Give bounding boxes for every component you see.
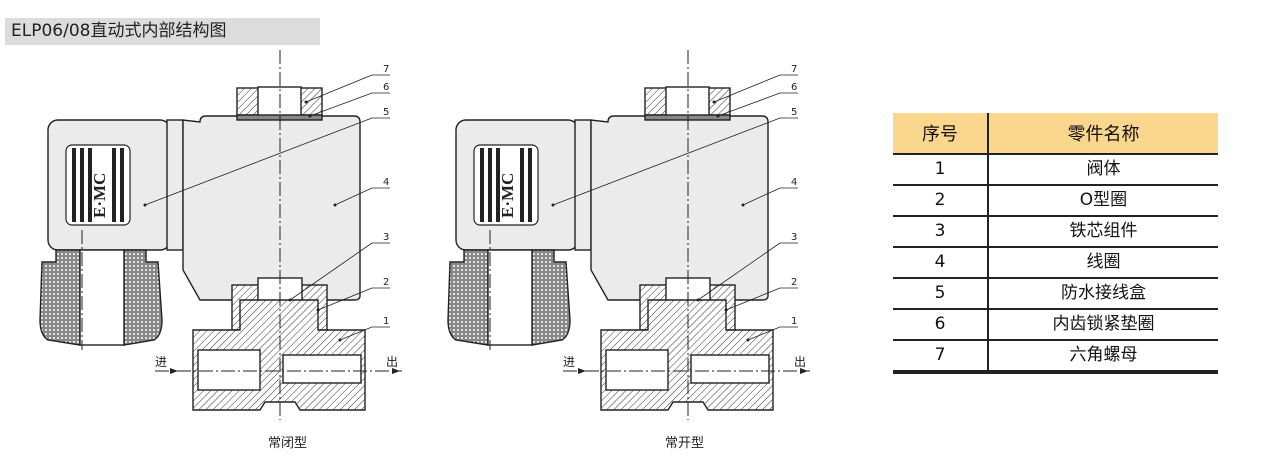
callout-number: 4 xyxy=(383,177,389,188)
cable-gland xyxy=(39,249,163,346)
leader-dot xyxy=(551,203,555,207)
logo-stripe xyxy=(480,148,484,222)
callout-number: 7 xyxy=(383,64,389,75)
callout-number: 3 xyxy=(383,232,389,243)
logo-text: E·MC xyxy=(90,173,109,218)
callout-number: 2 xyxy=(383,277,389,288)
inlet-port xyxy=(197,349,261,391)
caption-normally-open: 常开型 xyxy=(665,436,705,451)
outlet-label: 出 xyxy=(386,355,398,369)
leader-line xyxy=(552,117,781,206)
leader-dot xyxy=(338,338,342,342)
callout-number: 3 xyxy=(791,232,797,243)
leader-dot xyxy=(724,308,728,312)
logo-stripe xyxy=(88,148,92,222)
part-number: 7 xyxy=(893,339,989,374)
gland-bore xyxy=(487,249,533,346)
coil xyxy=(182,115,361,301)
logo-stripe xyxy=(496,148,500,222)
leader-dot xyxy=(288,298,292,302)
part-name: O型圈 xyxy=(988,184,1218,216)
logo-stripe xyxy=(520,148,524,222)
header-no: 序号 xyxy=(893,113,989,154)
leader-line xyxy=(717,92,781,117)
callout-number: 1 xyxy=(383,316,389,327)
inlet-label: 进 xyxy=(563,355,575,369)
outlet-port xyxy=(690,354,770,384)
callout-number: 7 xyxy=(791,64,797,75)
part-name: 线圈 xyxy=(988,246,1218,278)
callout-number: 6 xyxy=(383,82,389,93)
part-name: 六角螺母 xyxy=(988,339,1218,374)
gland-bore xyxy=(79,249,125,346)
callout-number: 2 xyxy=(791,277,797,288)
normally-closed-diagram: E·MC 进 出 7 6 5 4 3 2 1 xyxy=(39,50,402,420)
leader-dot xyxy=(746,338,750,342)
inlet-port xyxy=(605,349,669,391)
logo-stripe xyxy=(120,148,124,222)
logo-stripe xyxy=(72,148,76,222)
caption-normally-closed: 常闭型 xyxy=(268,436,308,451)
leader-line xyxy=(697,242,781,301)
leader-line xyxy=(289,242,373,301)
logo-stripe xyxy=(488,148,492,222)
collar xyxy=(166,119,184,251)
part-number: 5 xyxy=(893,277,989,309)
leader-line xyxy=(334,187,373,206)
page-title: ELP06/08直动式内部结构图 xyxy=(5,18,320,45)
callout-number: 1 xyxy=(791,316,797,327)
coil xyxy=(590,115,769,301)
inlet-label: 进 xyxy=(155,355,167,369)
logo-stripe xyxy=(112,148,116,222)
logo-stripe xyxy=(80,148,84,222)
callout-number: 6 xyxy=(791,82,797,93)
part-number: 6 xyxy=(893,308,989,340)
logo-text: E·MC xyxy=(498,173,517,218)
callout-number: 4 xyxy=(791,177,797,188)
leader-dot xyxy=(308,114,312,118)
outlet-port xyxy=(282,354,362,384)
part-name: 铁芯组件 xyxy=(988,215,1218,247)
leader-dot xyxy=(304,100,308,104)
part-name: 内齿锁紧垫圈 xyxy=(988,308,1218,340)
part-name: 阀体 xyxy=(988,153,1218,185)
leader-dot xyxy=(716,114,720,118)
header-name: 零件名称 xyxy=(988,113,1218,154)
callout-number: 5 xyxy=(383,107,389,118)
normally-open-diagram: E·MC 进 出 7 6 5 4 3 2 1 xyxy=(447,50,810,420)
leader-dot xyxy=(696,298,700,302)
part-number: 4 xyxy=(893,246,989,278)
leader-line xyxy=(747,326,781,341)
leader-line xyxy=(725,287,781,311)
leader-line xyxy=(339,326,373,341)
leader-line xyxy=(305,74,373,103)
leader-dot xyxy=(741,203,745,207)
callout-number: 5 xyxy=(791,107,797,118)
part-number: 2 xyxy=(893,184,989,216)
leader-line xyxy=(713,74,781,103)
leader-dot xyxy=(316,308,320,312)
cable-gland xyxy=(447,249,571,346)
part-number: 1 xyxy=(893,153,989,185)
part-name: 防水接线盒 xyxy=(988,277,1218,309)
collar xyxy=(574,119,592,251)
leader-line xyxy=(317,287,373,311)
leader-dot xyxy=(333,203,337,207)
leader-line xyxy=(742,187,781,206)
leader-line xyxy=(144,117,373,206)
part-number: 3 xyxy=(893,215,989,247)
logo-stripe xyxy=(528,148,532,222)
leader-dot xyxy=(712,100,716,104)
outlet-label: 出 xyxy=(794,355,806,369)
leader-dot xyxy=(143,203,147,207)
leader-line xyxy=(309,92,373,117)
